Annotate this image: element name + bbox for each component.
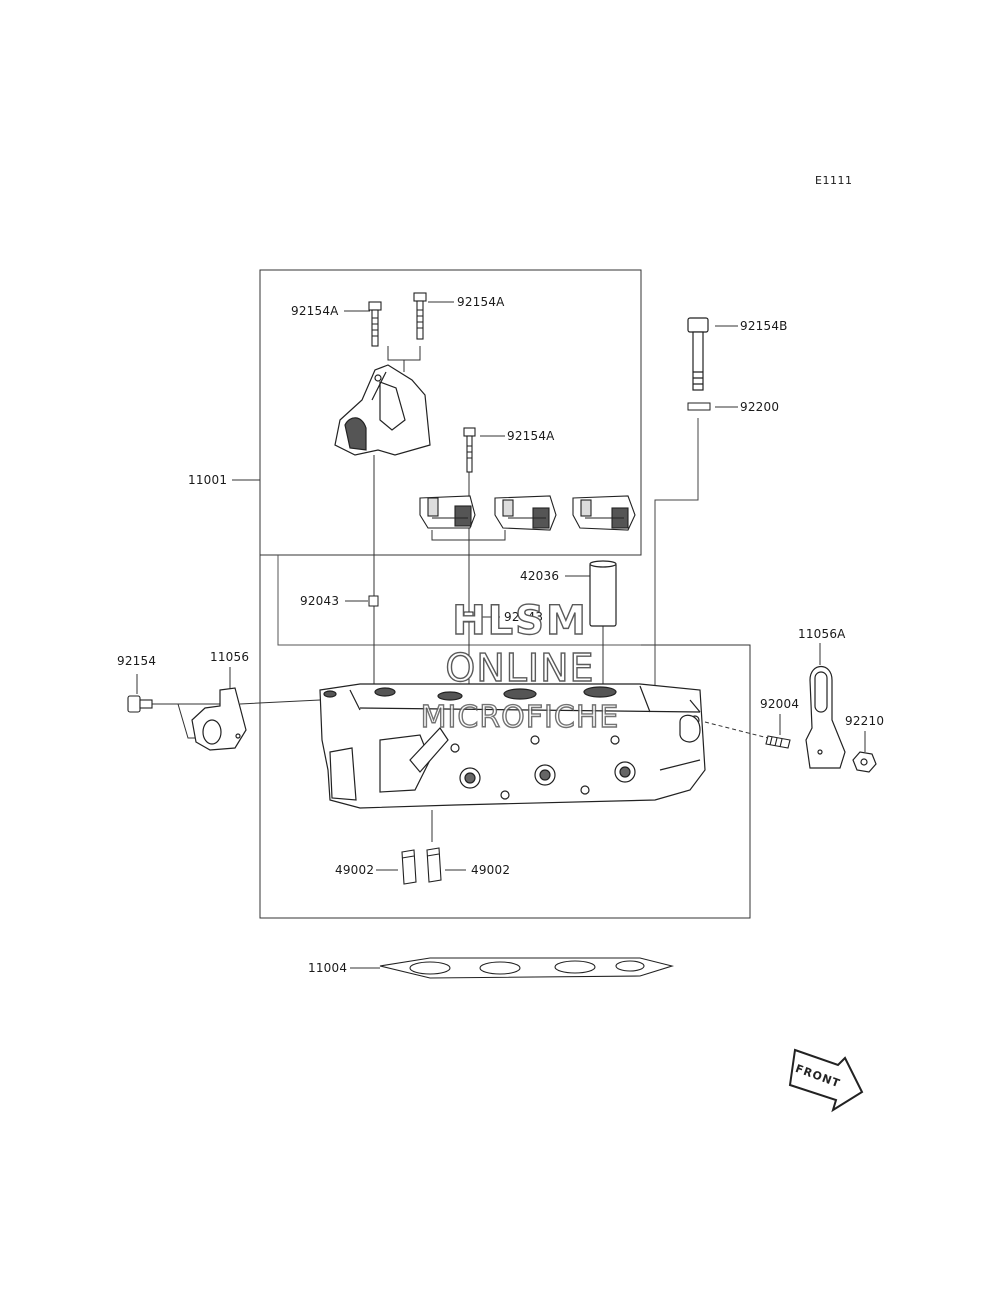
label-92154a-3: 92154A — [507, 429, 555, 443]
label-92043-1: 92043 — [300, 594, 340, 608]
label-92154b: 92154B — [740, 319, 788, 333]
label-11004: 11004 — [308, 961, 348, 975]
label-11056a: 11056A — [798, 627, 846, 641]
dowels-49002 — [401, 847, 442, 885]
bolt-92154a-left — [368, 301, 382, 347]
bolt-brace — [387, 346, 421, 372]
label-92154: 92154 — [117, 654, 157, 668]
gasket-11004 — [379, 957, 675, 979]
cam-chain-holder — [334, 364, 431, 456]
dowel-92043-center — [463, 611, 474, 623]
front-arrow — [788, 1048, 864, 1113]
watermark-line1: HLSM — [452, 597, 588, 644]
assembly-box-upper — [259, 269, 642, 556]
assembly-box-lower — [259, 555, 751, 919]
label-92004: 92004 — [760, 697, 800, 711]
bracket-11056a — [805, 665, 846, 769]
watermark-line3: MICROFICHE — [420, 699, 620, 735]
dowel-92043-left — [368, 595, 379, 607]
label-49002-2: 49002 — [471, 863, 511, 877]
leader-92200-down — [654, 418, 699, 690]
nut-92210 — [852, 751, 877, 773]
stud-92004 — [765, 735, 791, 749]
bolt-92154b — [687, 317, 709, 391]
cylinder-head — [319, 683, 706, 809]
diagram-code: E1111 — [815, 174, 853, 187]
label-92043-2: 92043 — [504, 610, 544, 624]
bracket-11056 — [191, 687, 247, 751]
washer-92200 — [687, 402, 711, 411]
label-92154a-2: 92154A — [457, 295, 505, 309]
bolt-92154a-center — [463, 427, 476, 473]
watermark-line2: ONLINE — [445, 645, 595, 690]
label-92200: 92200 — [740, 400, 780, 414]
reference-frame — [277, 555, 641, 646]
label-11056: 11056 — [210, 650, 250, 664]
label-92210: 92210 — [845, 714, 885, 728]
label-42036: 42036 — [520, 569, 560, 583]
part-42036-cylinder — [589, 560, 617, 627]
camshaft-caps — [419, 495, 636, 531]
cap-brace — [431, 530, 506, 548]
label-49002-1: 49002 — [335, 863, 375, 877]
label-11001: 11001 — [188, 473, 228, 487]
label-92154a-1: 92154A — [291, 304, 339, 318]
bolt-92154a-right — [413, 292, 427, 340]
align-line-stud — [704, 721, 769, 739]
bolt-92154 — [127, 695, 153, 713]
